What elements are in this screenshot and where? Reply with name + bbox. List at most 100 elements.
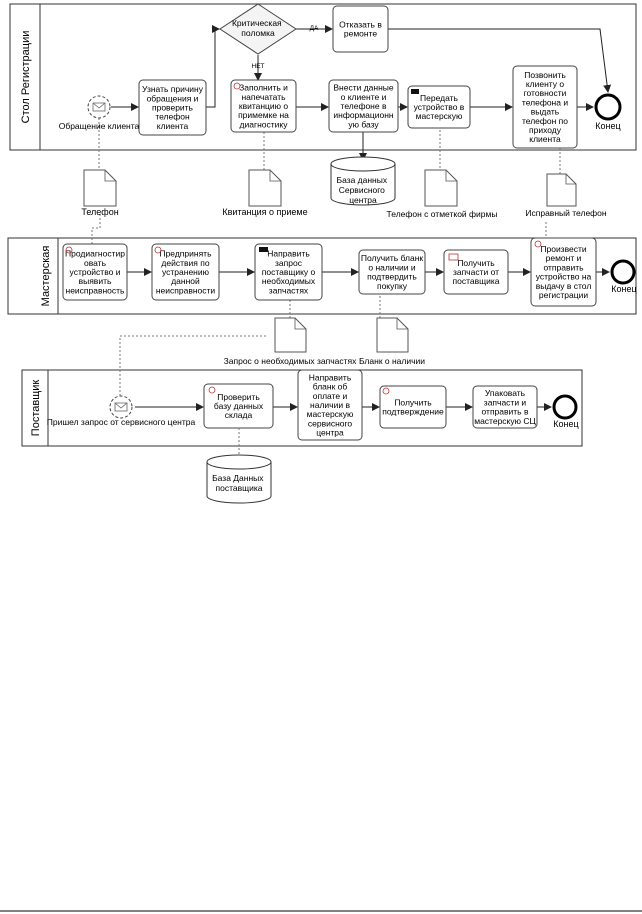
task-enter-data-label-line: ую базу: [348, 119, 379, 129]
task-check-db-label-line: склада: [225, 410, 253, 420]
task-send-request-label-line: Направить: [267, 249, 310, 259]
svg-text:Критическая поломка: Критическая поломка: [232, 18, 284, 38]
start-event-client[interactable]: Обращение клиента: [59, 95, 140, 131]
task-get-confirmation-label-line: подтверждение: [382, 407, 444, 417]
doc-parts-request: Запрос о необходимых запчастях: [224, 317, 357, 366]
mail-icon: [448, 253, 459, 261]
gear-icon: [65, 246, 73, 254]
task-pack-parts-label-line: отправить в: [482, 407, 529, 417]
task-find-cause-label-line: обращения и: [147, 93, 199, 103]
task-get-form-label-line: Получить бланк: [361, 253, 424, 263]
task-get-form-label-line: покупку: [377, 281, 408, 291]
end-event-workshop-label: Конец: [611, 284, 636, 294]
task-repair-send-label-line: ремонт и: [546, 253, 582, 263]
user-icon: [233, 82, 241, 90]
task-fill-receipt-label-line: Заполнить и: [239, 83, 288, 93]
db-supplier: База Данных поставщика: [206, 454, 272, 504]
lane-workshop-label: Мастерская: [40, 246, 52, 307]
task-refuse-repair-label-line: Отказать в: [339, 19, 382, 29]
doc-phone-label: Телефон: [81, 207, 118, 217]
task-call-client-label-line: телефона и: [522, 97, 568, 107]
task-repair-send-label-line: выдачу в стол: [536, 281, 592, 291]
user-icon: [208, 386, 216, 394]
start-event-supplier[interactable]: Пришел запрос от сервисного центра: [47, 395, 196, 427]
send-icon: [259, 247, 268, 252]
end-event-supplier-label: Конец: [553, 419, 578, 429]
task-diagnose-label-line: устройство и: [70, 267, 121, 277]
task-diagnose-label-line: выявить: [79, 276, 112, 286]
task-call-client-label-line: клиенту о: [526, 79, 565, 89]
task-transfer-device-label-line: Передать: [420, 93, 458, 103]
task-fill-receipt-label-line: диагностику: [240, 119, 289, 129]
task-enter-data-label-line: информационн: [333, 110, 393, 120]
task-refuse-repair-label-line: ремонте: [344, 29, 378, 39]
task-send-form-label-line: бланк об: [313, 382, 348, 392]
task-call-client-label-line: Позвонить: [524, 70, 566, 80]
task-send-form-label-line: мастерскую: [307, 409, 354, 419]
task-find-cause-label-line: клиента: [157, 121, 189, 131]
task-repair-send-label-line: отправить: [543, 262, 584, 272]
doc-fixed-phone-label: Исправный телефон: [525, 208, 606, 218]
db-service-center-line: Сервисного: [339, 185, 385, 195]
task-enter-data-label-line: телефоне в: [341, 101, 387, 111]
critical-failure-gateway[interactable]: Критическая поломка ДА НЕТ: [219, 3, 319, 70]
db-service-center: База данных Сервисного центра: [330, 156, 396, 206]
doc-phone-note: Телефон с отметкой фирмы: [387, 169, 497, 219]
gear-icon: [154, 246, 162, 254]
doc-availability-form-label: Бланк о наличии: [359, 356, 425, 366]
lane-registration-label: Стол Регистрации: [20, 31, 32, 124]
associations: [91, 118, 561, 396]
end-event-registration-label: Конец: [595, 121, 620, 131]
task-get-form-label-line: подтвердить: [367, 272, 417, 282]
start-event-supplier-label: Пришел запрос от сервисного центра: [47, 417, 196, 427]
doc-availability-form: Бланк о наличии: [359, 317, 425, 366]
end-event-registration[interactable]: Конец: [594, 93, 622, 131]
task-send-form-label-line: центра: [316, 428, 344, 438]
task-send-form-label-line: наличии в: [310, 400, 350, 410]
end-event-workshop[interactable]: Конец: [610, 259, 637, 294]
gear-icon: [534, 240, 542, 248]
end-event-supplier[interactable]: Конец: [552, 394, 579, 429]
svg-text:База данных Сервисного: База данных Сервисного центра: [336, 175, 389, 205]
task-pack-parts-label-line: запчасти и: [484, 397, 527, 407]
task-send-request-label-line: запчастях: [269, 285, 309, 295]
task-get-form-label-line: о наличии и: [368, 262, 416, 272]
gateway-no-label: НЕТ: [252, 63, 265, 70]
task-diagnose-label-line: Продиагностир: [65, 249, 125, 259]
task-diagnose-label-line: овать: [84, 258, 107, 268]
task-enter-data-label-line: Внести данные: [333, 83, 394, 93]
db-supplier-line: База Данных: [212, 473, 264, 483]
task-fill-receipt-label-line: квитанцию о: [239, 101, 289, 111]
task-call-client-label-line: готовности: [524, 88, 567, 98]
task-send-request-label-line: необходимых: [262, 276, 316, 286]
